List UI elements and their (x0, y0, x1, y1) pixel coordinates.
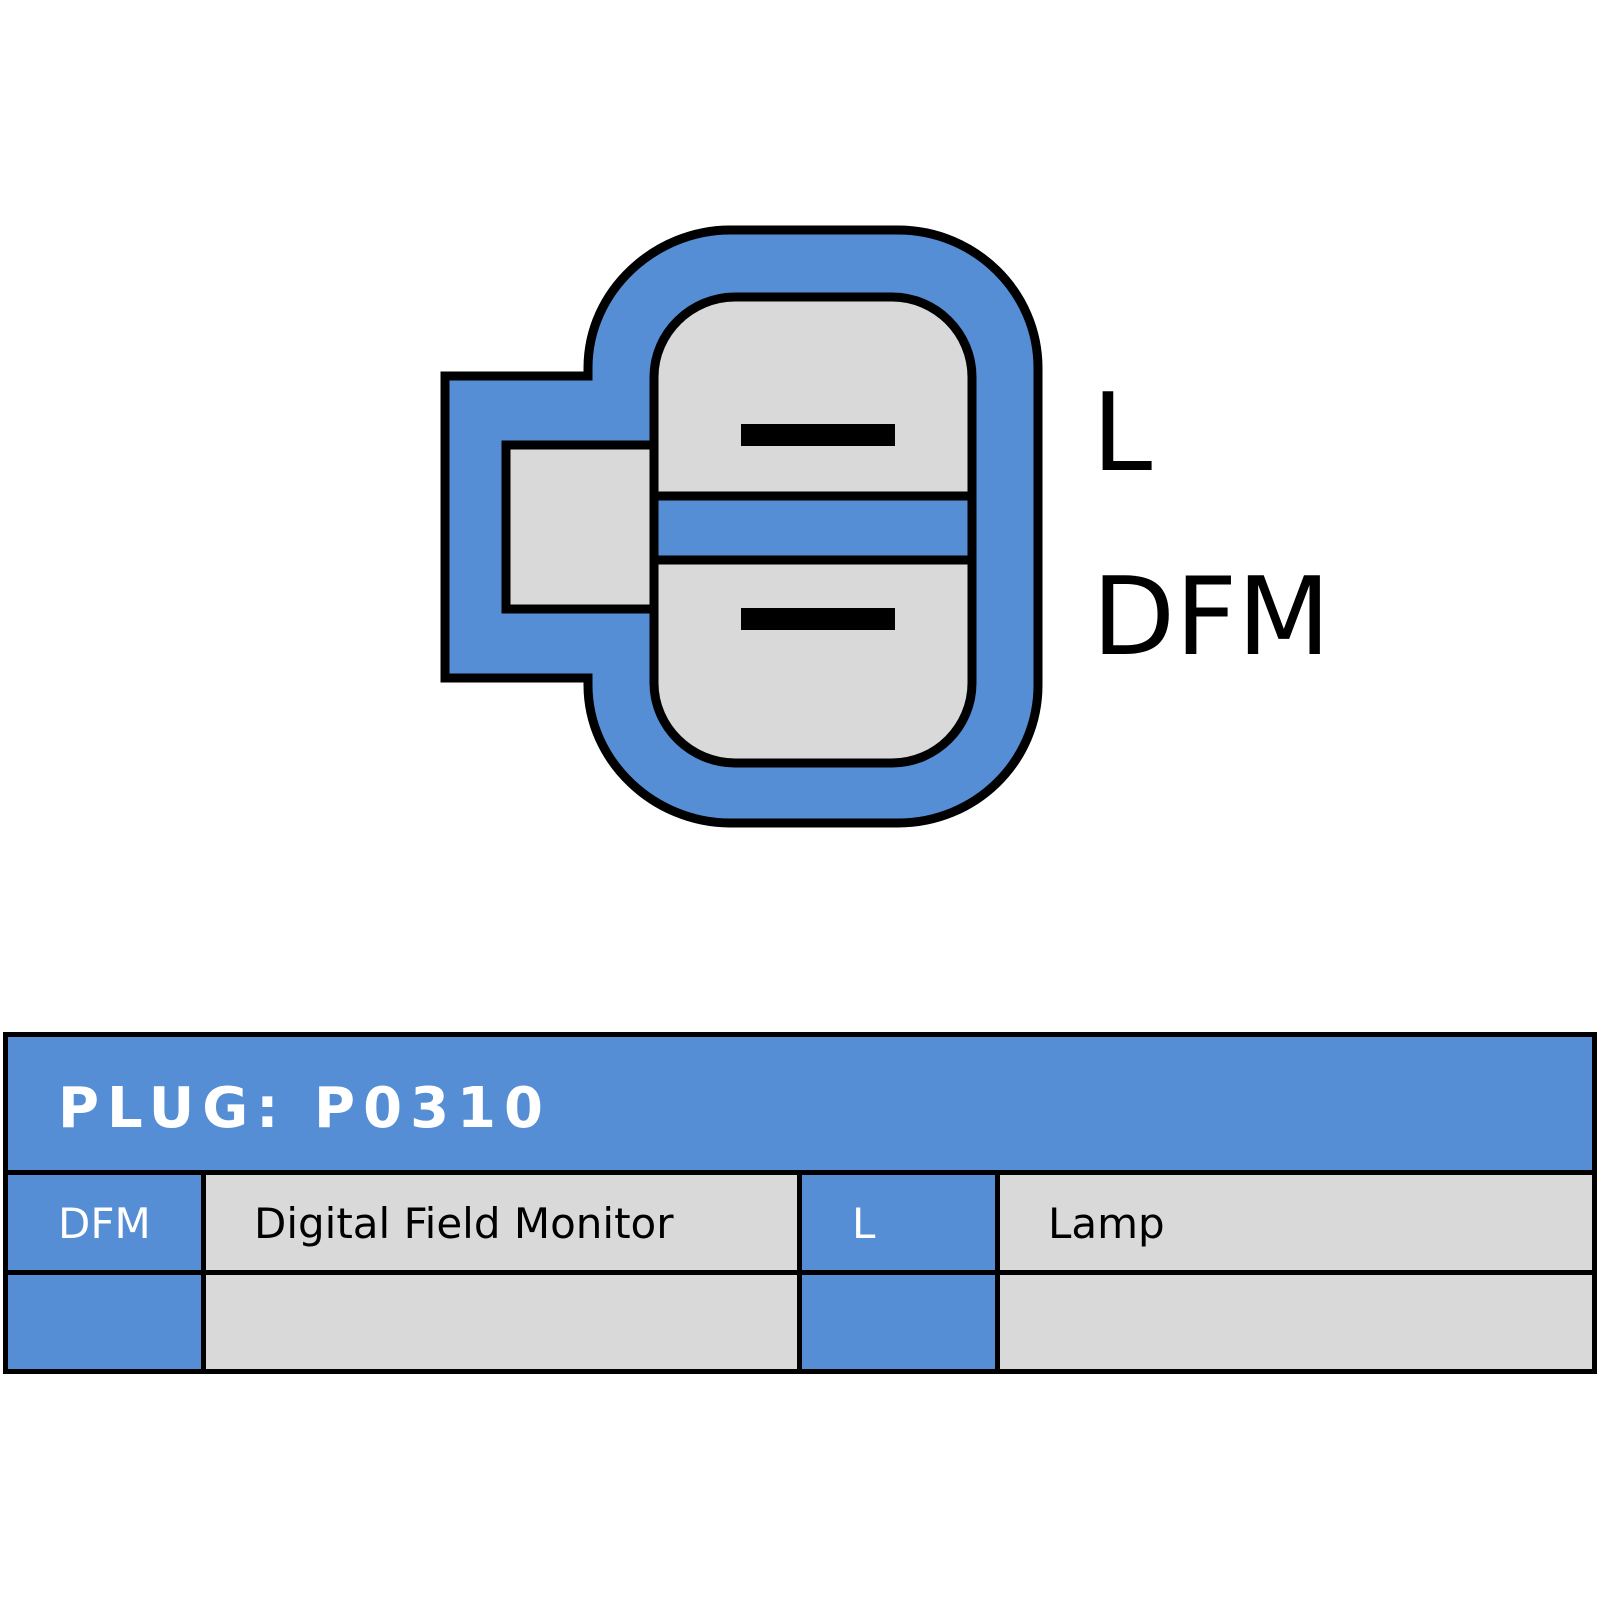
table-cell-description: Lamp (1000, 1175, 1592, 1270)
pin-code: L (852, 1199, 876, 1248)
connector-diagram (440, 225, 1043, 828)
terminal-blade-dfm (741, 608, 895, 630)
table-cell-code: DFM (8, 1175, 206, 1270)
pin-label-l: L (1092, 371, 1153, 496)
cavity-divider (649, 491, 977, 565)
table-row: DFM Digital Field Monitor L Lamp (8, 1175, 1592, 1275)
table-cell-code (8, 1275, 206, 1369)
plug-title: PLUG: P0310 (58, 1076, 551, 1141)
plug-table: PLUG: P0310 DFM Digital Field Monitor L … (3, 1032, 1597, 1374)
table-cell-description (1000, 1275, 1592, 1369)
table-cell-description (206, 1275, 802, 1369)
pin-description: Lamp (1048, 1199, 1165, 1248)
plug-table-header: PLUG: P0310 (8, 1037, 1592, 1175)
table-row (8, 1275, 1592, 1369)
terminal-blade-l (741, 424, 895, 446)
pin-code: DFM (58, 1199, 151, 1248)
table-cell-code (802, 1275, 1000, 1369)
table-cell-code: L (802, 1175, 1000, 1270)
pin-description: Digital Field Monitor (254, 1199, 674, 1248)
connector-key-insert (501, 440, 659, 614)
table-cell-description: Digital Field Monitor (206, 1175, 802, 1270)
pin-label-dfm: DFM (1092, 555, 1331, 680)
